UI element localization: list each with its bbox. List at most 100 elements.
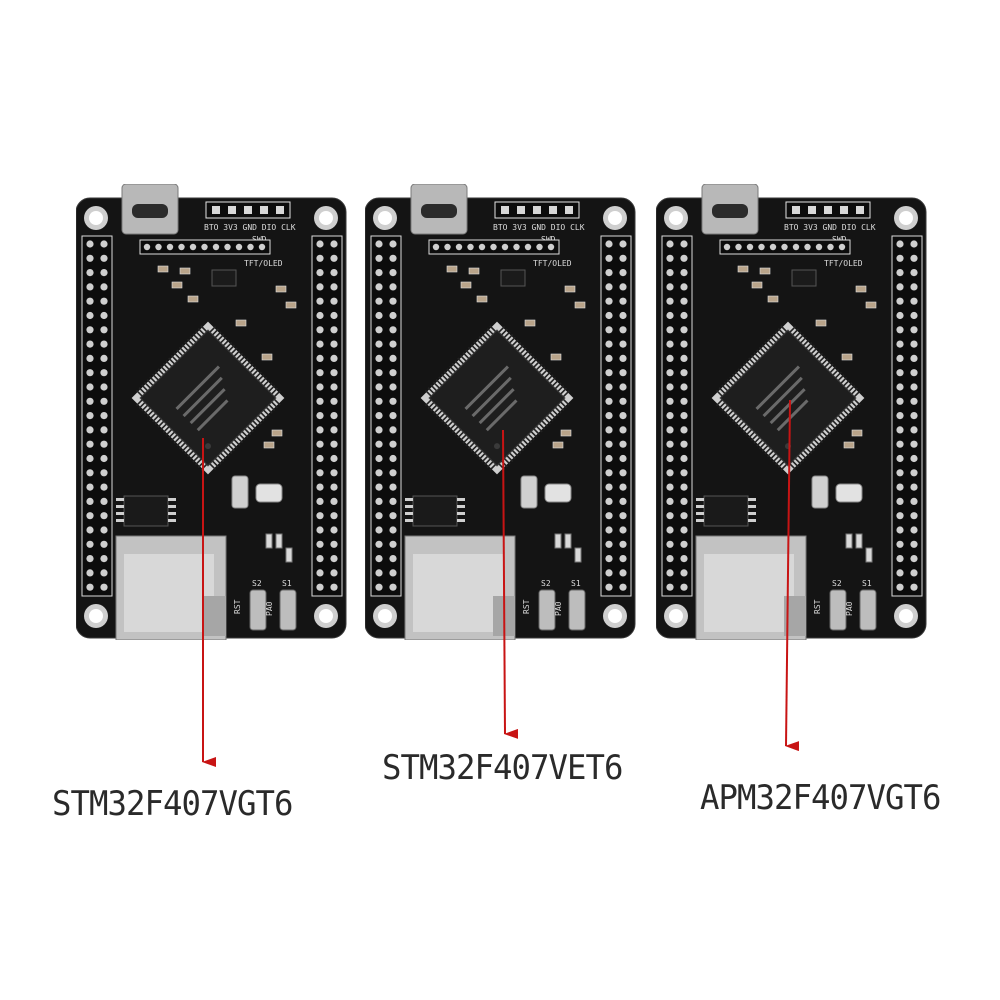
header-pin	[910, 254, 918, 262]
mounting-hole	[319, 609, 333, 623]
lead-gap	[723, 407, 731, 415]
lead-gap	[489, 325, 497, 333]
header-pin	[666, 469, 674, 477]
lead-gap	[748, 357, 755, 365]
smd-component	[235, 319, 247, 327]
header-pin	[375, 354, 383, 362]
led	[554, 533, 562, 549]
rst-label: RST	[813, 599, 822, 614]
header-pin	[330, 440, 338, 448]
header-pin	[330, 526, 338, 534]
lead-gap	[810, 441, 818, 449]
lead-gap	[837, 414, 845, 422]
lead-gap	[165, 428, 173, 436]
header-pin	[100, 311, 108, 320]
lead-gap	[238, 433, 246, 441]
lead-gap	[260, 376, 268, 384]
tft-pin	[547, 243, 555, 251]
lead-gap	[427, 402, 435, 409]
lead-gap	[222, 449, 230, 457]
header-pin	[389, 540, 397, 548]
lead-gap	[731, 415, 739, 423]
lead-gap	[816, 352, 824, 360]
lead-gap	[451, 426, 459, 434]
flash-lead	[405, 498, 413, 501]
lead-gap	[252, 420, 260, 428]
header-pin	[375, 383, 383, 391]
mcu-chip	[711, 321, 865, 475]
flash-lead	[405, 519, 413, 522]
header-pin	[86, 569, 94, 577]
swd-pin	[501, 206, 509, 214]
lead-gap	[851, 387, 859, 395]
lead-gap	[843, 379, 850, 387]
header-pin	[330, 483, 338, 491]
lead-gap	[138, 387, 146, 394]
flash-chip	[123, 495, 169, 527]
header-pin	[316, 583, 324, 591]
flash-lead	[457, 505, 465, 508]
header-pin	[605, 540, 613, 548]
header-pin	[375, 426, 383, 434]
lead-gap	[160, 423, 167, 431]
lead-gap	[483, 458, 491, 466]
lead-gap	[249, 423, 257, 430]
sd-card-latch	[784, 596, 806, 636]
lead-gap	[560, 401, 568, 409]
smd-component	[157, 265, 169, 273]
s1-label: S1	[862, 579, 872, 588]
header-pin	[619, 469, 627, 477]
header-pin	[389, 412, 397, 420]
header-pin	[389, 283, 397, 291]
flash-lead	[748, 512, 756, 515]
lead-gap	[138, 402, 146, 409]
header-pin	[316, 469, 324, 477]
header-pin	[605, 297, 613, 305]
header-pin	[86, 440, 94, 448]
lead-gap	[249, 366, 257, 373]
lead-gap	[800, 336, 807, 344]
lead-gap	[192, 455, 200, 463]
lead-gap	[438, 412, 446, 420]
lead-gap	[194, 330, 202, 338]
header-pin	[619, 397, 627, 405]
header-pin	[619, 297, 627, 305]
lead-gap	[247, 425, 254, 433]
lead-gap	[792, 328, 799, 336]
tft-pin	[432, 243, 440, 251]
smd-component	[271, 429, 283, 437]
swd-pin-labels: BTO 3V3 GND DIO CLK	[204, 223, 296, 232]
header-pin	[910, 497, 918, 505]
crystal	[231, 475, 249, 509]
lead-gap	[424, 399, 432, 407]
header-pin	[86, 283, 94, 291]
swd-pin	[533, 206, 541, 214]
lead-gap	[506, 455, 514, 463]
lead-gap	[737, 368, 745, 376]
lead-gap	[465, 439, 472, 447]
chip-marking-line	[485, 399, 518, 432]
header-pin	[680, 440, 688, 448]
header-pin	[100, 340, 108, 348]
lead-gap	[181, 445, 189, 452]
header-pin	[316, 526, 324, 534]
swd-pin	[260, 206, 268, 214]
lead-gap	[241, 358, 249, 365]
smd-component	[446, 265, 458, 273]
lead-gap	[519, 347, 527, 355]
lead-gap	[170, 434, 178, 442]
lead-gap	[238, 355, 246, 363]
header-pin	[389, 311, 397, 320]
lead-gap	[214, 331, 222, 339]
header-pin	[896, 412, 904, 420]
led	[285, 547, 293, 563]
header-pin	[619, 583, 627, 591]
header-pin	[896, 397, 904, 405]
header-pin	[605, 412, 613, 420]
lead-gap	[734, 370, 742, 378]
header-pin	[896, 540, 904, 548]
header-pin	[910, 583, 918, 591]
lead-gap	[228, 344, 236, 352]
lead-gap	[454, 360, 462, 368]
lead-gap	[157, 420, 165, 428]
